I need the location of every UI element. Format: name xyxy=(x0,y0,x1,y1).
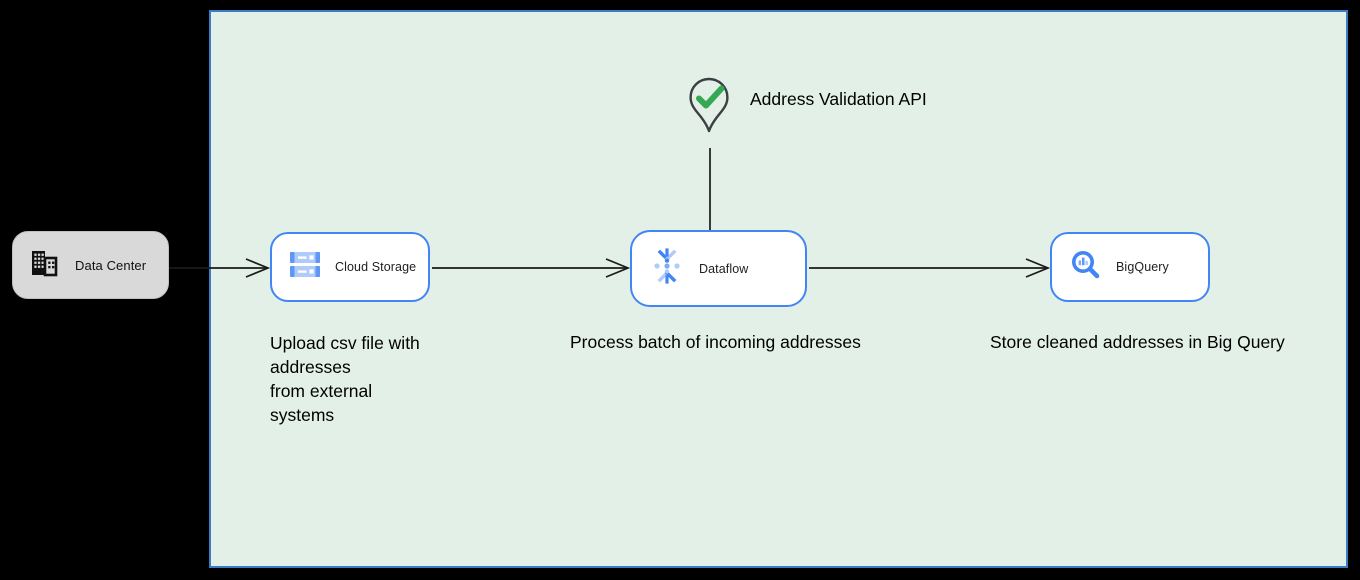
bigquery-icon xyxy=(1070,249,1101,285)
bigquery-label: BigQuery xyxy=(1116,260,1169,274)
node-data-center[interactable]: Data Center xyxy=(12,231,169,299)
node-dataflow[interactable]: Dataflow xyxy=(630,230,807,307)
node-bigquery[interactable]: BigQuery xyxy=(1050,232,1210,302)
node-cloud-storage[interactable]: Cloud Storage xyxy=(270,232,430,302)
map-pin-check-icon xyxy=(687,76,731,134)
bigquery-description: Store cleaned addresses in Big Query xyxy=(990,332,1285,352)
dataflow-icon xyxy=(650,248,684,289)
cloud-storage-description: Upload csv file with addresses from exte… xyxy=(270,333,420,425)
cloud-storage-icon xyxy=(290,251,320,283)
data-center-label: Data Center xyxy=(75,257,147,273)
dataflow-label: Dataflow xyxy=(699,261,749,276)
building-icon xyxy=(29,248,59,283)
address-validation-label: Address Validation API xyxy=(750,89,927,109)
cloud-storage-label: Cloud Storage xyxy=(335,260,417,274)
dataflow-description: Process batch of incoming addresses xyxy=(570,332,861,352)
